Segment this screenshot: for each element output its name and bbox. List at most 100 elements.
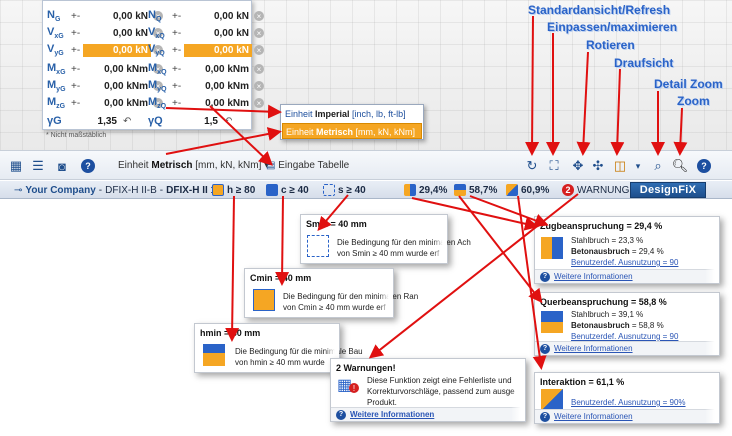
clear-icon[interactable]: × (153, 45, 163, 55)
tooltip-smin: Smin = 40 mm Die Bedingung für den minim… (300, 214, 471, 264)
spacing-icon (323, 184, 335, 196)
tooltip-hmin: hmin = 80 mm Die Bedingung für die minim… (194, 323, 363, 373)
status-interaction[interactable]: 60,9% (506, 183, 549, 197)
interaction-icon (506, 184, 518, 196)
list-icon[interactable]: ☰ (32, 158, 44, 173)
edge-distance-icon (266, 184, 278, 196)
unit-option-metric[interactable]: Einheit Metrisch [mm, kN, kNm] (282, 123, 422, 139)
more-info-link[interactable]: Weitere Informationen (554, 412, 633, 421)
chevron-down-icon[interactable]: ▾ (635, 160, 641, 171)
clear-icon[interactable]: × (153, 64, 163, 74)
shear-icon (541, 311, 563, 333)
help-icon[interactable]: ? (78, 156, 98, 176)
rotate-icon[interactable]: ✥ (572, 158, 584, 173)
help-icon: ? (540, 411, 550, 422)
fit-icon[interactable]: ⛶ (549, 158, 559, 173)
company-label: ⊸ Your Company -DFIX-H II-B-DFIX-H II 10 (14, 184, 222, 196)
input-table-button[interactable]: ▤ Eingabe Tabelle (266, 160, 350, 171)
camera-icon[interactable]: ◙ (58, 158, 66, 174)
force-input-panel: NG +- 0,00 kN × VxG +- 0,00 kN × VyG +- … (42, 0, 264, 130)
force-value-vxg[interactable]: 0,00 kN (112, 27, 148, 39)
force-row-mzq: MzQ +- 0,00 kNm × (148, 95, 264, 111)
force-row-vyg: VyG +- 0,00 kN × (47, 42, 163, 58)
clear-icon[interactable]: × (254, 64, 264, 74)
force-row-myg: MyG +- 0,00 kNm × (47, 78, 163, 94)
force-value-myq[interactable]: 0,00 kNm (205, 80, 249, 92)
custom-utilization-link[interactable]: Benutzerdef. Ausnutzung = 90 (571, 332, 679, 341)
force-value-mzg[interactable]: 0,00 kNm (104, 97, 148, 109)
force-value-mxg[interactable]: 0,00 kNm (104, 63, 148, 75)
force-row-nq: NQ +- 0,00 kN × (148, 8, 264, 24)
more-info-link[interactable]: Weitere Informationen (350, 410, 435, 419)
scale-footnote: * Nicht maßstäblich (46, 132, 107, 139)
clear-icon[interactable]: × (254, 45, 264, 55)
gamma-g-value[interactable]: 1,35 (97, 115, 117, 127)
gamma-q-value[interactable]: 1,5 (204, 115, 218, 127)
table-icon: ▤ (266, 160, 276, 171)
clear-icon[interactable]: × (153, 28, 163, 38)
force-value-vyq[interactable]: 0,00 kN (184, 43, 252, 57)
force-value-vyg[interactable]: 0,00 kN (83, 43, 151, 57)
status-shear[interactable]: 58,7% (454, 183, 497, 197)
tooltip-shear: Querbeanspruchung = 58,8 % Stahlbruch = … (534, 292, 720, 356)
unit-selector[interactable]: Einheit Metrisch [mm, kN, kNm] ▾ (118, 160, 270, 171)
clear-icon[interactable]: × (254, 81, 264, 91)
callout-detail-zoom: Detail Zoom (654, 77, 723, 91)
clear-icon[interactable]: × (153, 98, 163, 108)
force-value-mzq[interactable]: 0,00 kNm (205, 97, 249, 109)
shear-icon (454, 184, 466, 196)
force-value-vxq[interactable]: 0,00 kN (213, 27, 249, 39)
callout-refresh: Standardansicht/Refresh (528, 3, 671, 17)
force-row-ng: NG +- 0,00 kN × (47, 8, 163, 24)
clear-icon[interactable]: × (254, 98, 264, 108)
spacing-icon (307, 235, 329, 257)
clear-icon[interactable]: × (254, 11, 264, 21)
member-thickness-icon (203, 344, 225, 366)
callout-fit: Einpassen/maximieren (547, 20, 678, 34)
status-s[interactable]: s ≥ 40 (323, 183, 366, 197)
tooltip-tension: Zugbeanspruchung = 29,4 % Stahlbruch = 2… (534, 216, 720, 284)
custom-utilization-link[interactable]: Benutzerdef. Ausnutzung = 90% (571, 398, 686, 407)
clear-icon[interactable]: × (153, 81, 163, 91)
force-row-vyq: VyQ +- 0,00 kN × (148, 42, 264, 58)
help-icon: ? (540, 271, 550, 282)
force-value-myg[interactable]: 0,00 kNm (104, 80, 148, 92)
gamma-g-row: γG 1,35 ↶ (47, 115, 132, 127)
status-h[interactable]: h ≥ 80 (212, 183, 255, 197)
help-icon[interactable]: ? (694, 156, 714, 176)
status-bar: ⊸ Your Company -DFIX-H II-B-DFIX-H II 10… (0, 181, 732, 199)
force-row-mxq: MxQ +- 0,00 kNm × (148, 61, 264, 77)
tension-icon (541, 237, 563, 259)
warning-count-badge: 2 (562, 184, 574, 196)
force-row-mzg: MzG +- 0,00 kNm × (47, 95, 163, 111)
more-info-link[interactable]: Weitere Informationen (554, 344, 633, 353)
reset-icon[interactable]: ↶ (224, 115, 233, 127)
tooltip-interaction: Interaktion = 61,1 % Benutzerdef. Ausnut… (534, 372, 720, 424)
reset-icon[interactable]: ↶ (123, 115, 132, 127)
force-value-ng[interactable]: 0,00 kN (112, 10, 148, 22)
member-thickness-icon (212, 184, 224, 196)
tooltip-warnings: 2 Warnungen! ▦! Diese Funktion zeigt ein… (330, 358, 526, 422)
force-row-mxg: MxG +- 0,00 kNm × (47, 61, 163, 77)
zoom-icon[interactable]: 🔍︎ (671, 158, 689, 173)
tension-icon (404, 184, 416, 196)
force-value-mxq[interactable]: 0,00 kNm (205, 63, 249, 75)
status-warning[interactable]: 2 WARNUNG (562, 183, 629, 197)
warning-list-icon: ▦! (337, 375, 359, 397)
refresh-icon[interactable]: ↻ (526, 158, 538, 173)
view-toolbar: ▦ ☰ ◙ ? Einheit Metrisch [mm, kN, kNm] ▾… (0, 150, 732, 180)
status-tension[interactable]: 29,4% (404, 183, 447, 197)
detail-zoom-icon[interactable]: ⌕ (654, 158, 662, 173)
grid-icon[interactable]: ▦ (9, 158, 23, 173)
status-c[interactable]: c ≥ 40 (266, 183, 309, 197)
rotate-alt-icon[interactable]: ✣ (592, 158, 604, 173)
clear-icon[interactable]: × (254, 28, 264, 38)
unit-option-imperial[interactable]: Einheit Imperial [inch, lb, ft-lb] (285, 109, 406, 119)
more-info-link[interactable]: Weitere Informationen (554, 272, 633, 281)
clear-icon[interactable]: × (153, 11, 163, 21)
custom-utilization-link[interactable]: Benutzerdef. Ausnutzung = 90 (571, 258, 679, 267)
top-view-icon[interactable]: ◫ (613, 158, 627, 173)
gamma-q-row: γQ 1,5 ↶ (148, 115, 233, 127)
tooltip-cmin: Cmin = 40 mm Die Bedingung für den minim… (244, 268, 418, 318)
force-value-nq[interactable]: 0,00 kN (213, 10, 249, 22)
